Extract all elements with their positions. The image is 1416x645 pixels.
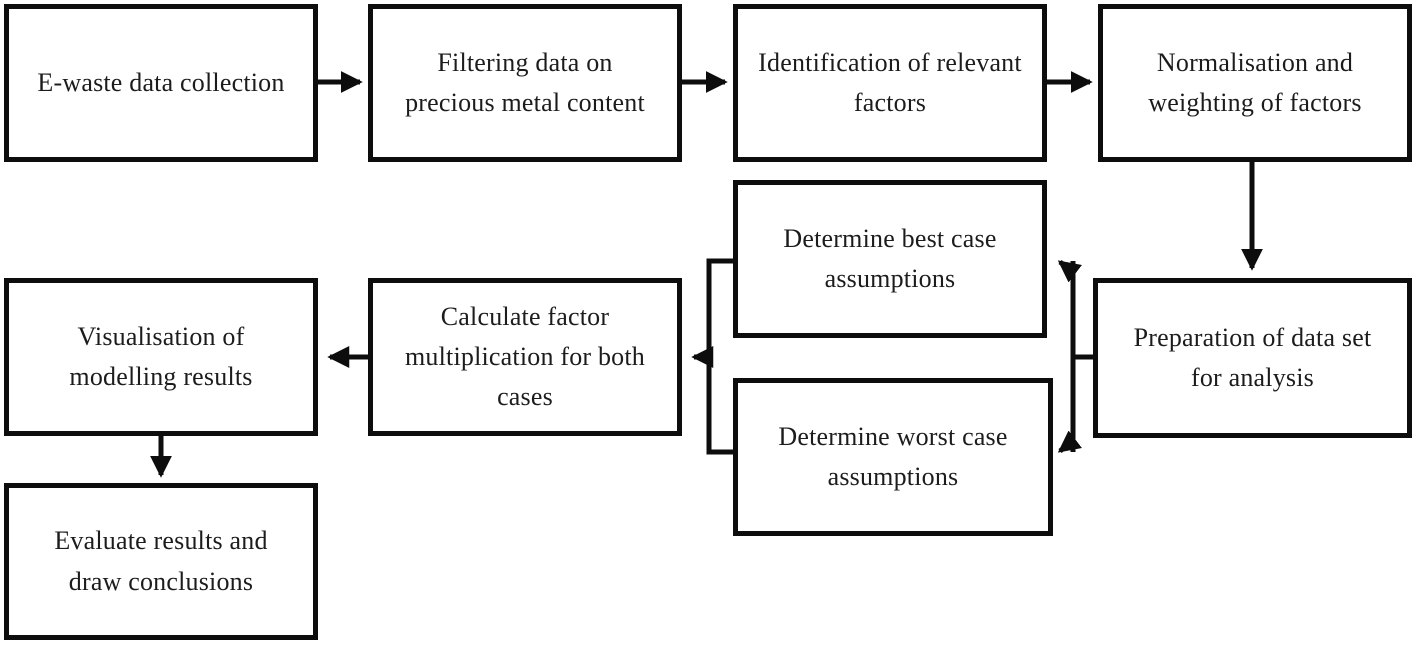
node-label-calculate-factor: Calculate factor multiplication for both… [404,301,645,412]
flow-node-determine-best-case: Determine best case assumptions [733,180,1047,338]
node-label-filtering-data: Filtering data on precious metal content [405,47,645,117]
flow-node-filtering-data: Filtering data on precious metal content [368,4,682,162]
flow-node-preparation-data-set: Preparation of data set for analysis [1093,278,1412,438]
flow-node-normalisation-weighting: Normalisation and weighting of factors [1098,4,1412,162]
flow-node-visualisation-results: Visualisation of modelling results [4,278,318,436]
node-label-preparation-data-set: Preparation of data set for analysis [1133,322,1372,392]
node-label-identification-factors: Identification of relevant factors [758,47,1022,117]
node-label-normalisation-weighting: Normalisation and weighting of factors [1148,47,1362,117]
flow-node-determine-worst-case: Determine worst case assumptions [733,378,1053,536]
node-label-determine-worst-case: Determine worst case assumptions [778,421,1008,491]
flow-node-calculate-factor: Calculate factor multiplication for both… [368,278,682,436]
arrow-preparation-to-best-case [1057,260,1082,283]
node-label-visualisation-results: Visualisation of modelling results [69,321,253,391]
connector-preparation-split [1070,261,1093,452]
connector-cases-merge [706,258,733,455]
flow-node-identification-factors: Identification of relevant factors [733,4,1047,162]
node-label-determine-best-case: Determine best case assumptions [783,223,997,293]
node-label-ewaste-data-collection: E-waste data collection [37,67,285,97]
flow-node-ewaste-data-collection: E-waste data collection [4,4,318,162]
node-label-evaluate-results: Evaluate results and draw conclusions [54,526,268,596]
arrow-preparation-to-worst-case [1057,430,1082,453]
flow-node-evaluate-results: Evaluate results and draw conclusions [4,483,318,640]
